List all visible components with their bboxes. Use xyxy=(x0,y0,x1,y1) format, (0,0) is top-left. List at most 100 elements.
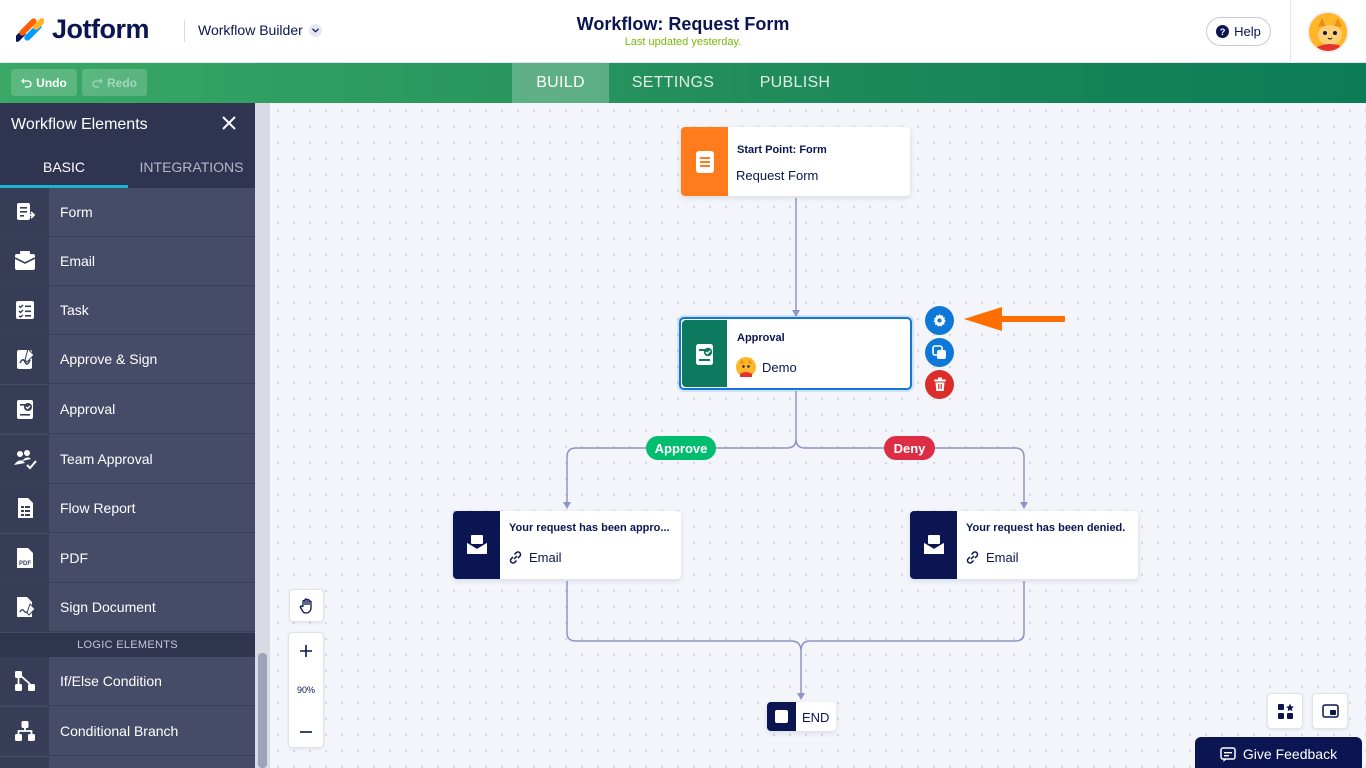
redo-button[interactable]: Redo xyxy=(82,69,147,96)
layout-widgets-button[interactable] xyxy=(1267,693,1303,729)
logic-elements-header: LOGIC ELEMENTS xyxy=(0,633,255,657)
sidebar-scrollbar[interactable] xyxy=(255,103,270,768)
node-subtitle: Request Form xyxy=(736,168,819,183)
node-settings-button[interactable] xyxy=(925,306,954,335)
connector-emails-end xyxy=(566,581,1025,695)
task-icon xyxy=(0,286,49,334)
connector-approval-branches xyxy=(566,391,1025,505)
email-subtitle: Email xyxy=(529,550,562,565)
element-label: Form xyxy=(60,204,93,220)
end-label: END xyxy=(802,710,830,725)
link-icon xyxy=(509,551,522,564)
node-title: Start Point: Form xyxy=(737,144,827,156)
redo-icon xyxy=(92,78,103,88)
element-conditional-branch[interactable]: Conditional Branch xyxy=(0,707,255,756)
node-title: Your request has been denied. xyxy=(966,522,1126,534)
workflow-canvas[interactable] xyxy=(270,103,1366,768)
approval-assignee: Demo xyxy=(736,357,797,377)
builder-switcher-dropdown[interactable]: Workflow Builder xyxy=(198,22,322,38)
element-label: Email xyxy=(60,253,96,269)
approve-sign-icon xyxy=(0,335,49,383)
element-if-else-condition[interactable]: If/Else Condition xyxy=(0,657,255,706)
workflow-title: Workflow: Request Form xyxy=(576,14,790,34)
panel-header: Workflow Elements xyxy=(0,103,255,146)
approval-node[interactable]: Approval Demo xyxy=(679,317,912,390)
header-divider xyxy=(184,20,185,42)
user-avatar[interactable] xyxy=(1307,11,1349,53)
builder-toolbar: Undo Redo BUILD SETTINGS PUBLISH xyxy=(0,63,1366,103)
node-title: Approval xyxy=(737,332,785,344)
grid-widgets-icon xyxy=(1277,703,1294,719)
email-icon xyxy=(910,511,957,579)
settings-gear-icon xyxy=(933,313,946,327)
element-label: Approve & Sign xyxy=(60,351,158,367)
element-more[interactable] xyxy=(0,757,255,768)
tab-basic[interactable]: BASIC xyxy=(0,146,128,188)
branch-approve-label[interactable]: Approve xyxy=(646,436,716,460)
zoom-in-button[interactable] xyxy=(289,634,323,668)
tab-settings[interactable]: SETTINGS xyxy=(631,74,715,91)
email-node-denied[interactable]: Your request has been denied. Email xyxy=(910,511,1138,579)
node-delete-button[interactable] xyxy=(925,370,954,399)
arrowhead-end xyxy=(797,693,805,700)
tab-integrations[interactable]: INTEGRATIONS xyxy=(139,159,244,175)
annotation-arrow-icon xyxy=(964,307,1065,331)
scrollbar-thumb[interactable] xyxy=(258,653,267,768)
node-title: Your request has been appro... xyxy=(509,522,670,534)
element-approve-sign[interactable]: Approve & Sign xyxy=(0,335,255,384)
element-approval[interactable]: Approval xyxy=(0,385,255,434)
zoom-out-button[interactable] xyxy=(289,715,323,749)
element-label: Team Approval xyxy=(60,451,153,467)
minimap-button[interactable] xyxy=(1312,693,1348,729)
email-icon xyxy=(453,511,500,579)
feedback-label: Give Feedback xyxy=(1242,746,1338,762)
zoom-controls: 90% xyxy=(288,632,324,748)
stop-icon xyxy=(767,702,796,731)
email-node-approved[interactable]: Your request has been appro... Email xyxy=(453,511,681,579)
element-flow-report[interactable]: Flow Report xyxy=(0,484,255,533)
connector-lines xyxy=(563,198,1028,700)
tab-build[interactable]: BUILD xyxy=(512,63,609,103)
arrowhead-deny-email xyxy=(1020,502,1028,509)
jotform-logo[interactable]: Jotform xyxy=(16,14,150,45)
element-sign-document[interactable]: Sign Document xyxy=(0,583,255,632)
redo-label: Redo xyxy=(107,75,137,90)
partial-element-icon xyxy=(0,757,49,768)
duplicate-icon xyxy=(932,345,946,359)
element-email[interactable]: Email xyxy=(0,237,255,286)
top-header: Jotform Workflow Builder Workflow: Reque… xyxy=(0,0,1366,63)
help-button[interactable]: ? Help xyxy=(1206,17,1271,46)
undo-icon xyxy=(21,78,32,88)
panel-tabs: BASIC INTEGRATIONS xyxy=(0,146,255,188)
node-duplicate-button[interactable] xyxy=(925,338,954,367)
form-icon xyxy=(0,188,49,236)
element-team-approval[interactable]: Team Approval xyxy=(0,435,255,484)
branch-deny-label[interactable]: Deny xyxy=(884,436,935,460)
if-else-icon xyxy=(0,657,49,705)
undo-button[interactable]: Undo xyxy=(11,69,77,96)
sign-document-icon xyxy=(0,583,49,631)
assignee-name: Demo xyxy=(762,359,797,375)
element-label: PDF xyxy=(60,550,88,566)
start-point-form-node[interactable]: Start Point: Form Request Form xyxy=(681,127,910,196)
builder-switcher-label: Workflow Builder xyxy=(198,22,303,38)
element-label: Conditional Branch xyxy=(60,723,179,739)
header-divider-right xyxy=(1290,0,1291,63)
email-subtitle: Email xyxy=(986,550,1019,565)
element-task[interactable]: Task xyxy=(0,286,255,335)
give-feedback-button[interactable]: Give Feedback xyxy=(1195,737,1362,768)
close-icon[interactable] xyxy=(221,115,237,136)
element-form[interactable]: Form xyxy=(0,188,255,237)
feedback-icon xyxy=(1220,747,1236,762)
element-label: Approval xyxy=(60,401,116,417)
element-pdf[interactable]: PDF PDF xyxy=(0,534,255,583)
element-label: Flow Report xyxy=(60,500,136,516)
approval-icon xyxy=(0,385,49,433)
end-node[interactable]: END xyxy=(767,702,836,731)
chevron-down-icon xyxy=(308,23,322,37)
pan-mode-button[interactable] xyxy=(289,589,324,622)
element-label: If/Else Condition xyxy=(60,673,162,689)
tab-publish[interactable]: PUBLISH xyxy=(759,74,831,91)
help-label: Help xyxy=(1234,24,1261,39)
